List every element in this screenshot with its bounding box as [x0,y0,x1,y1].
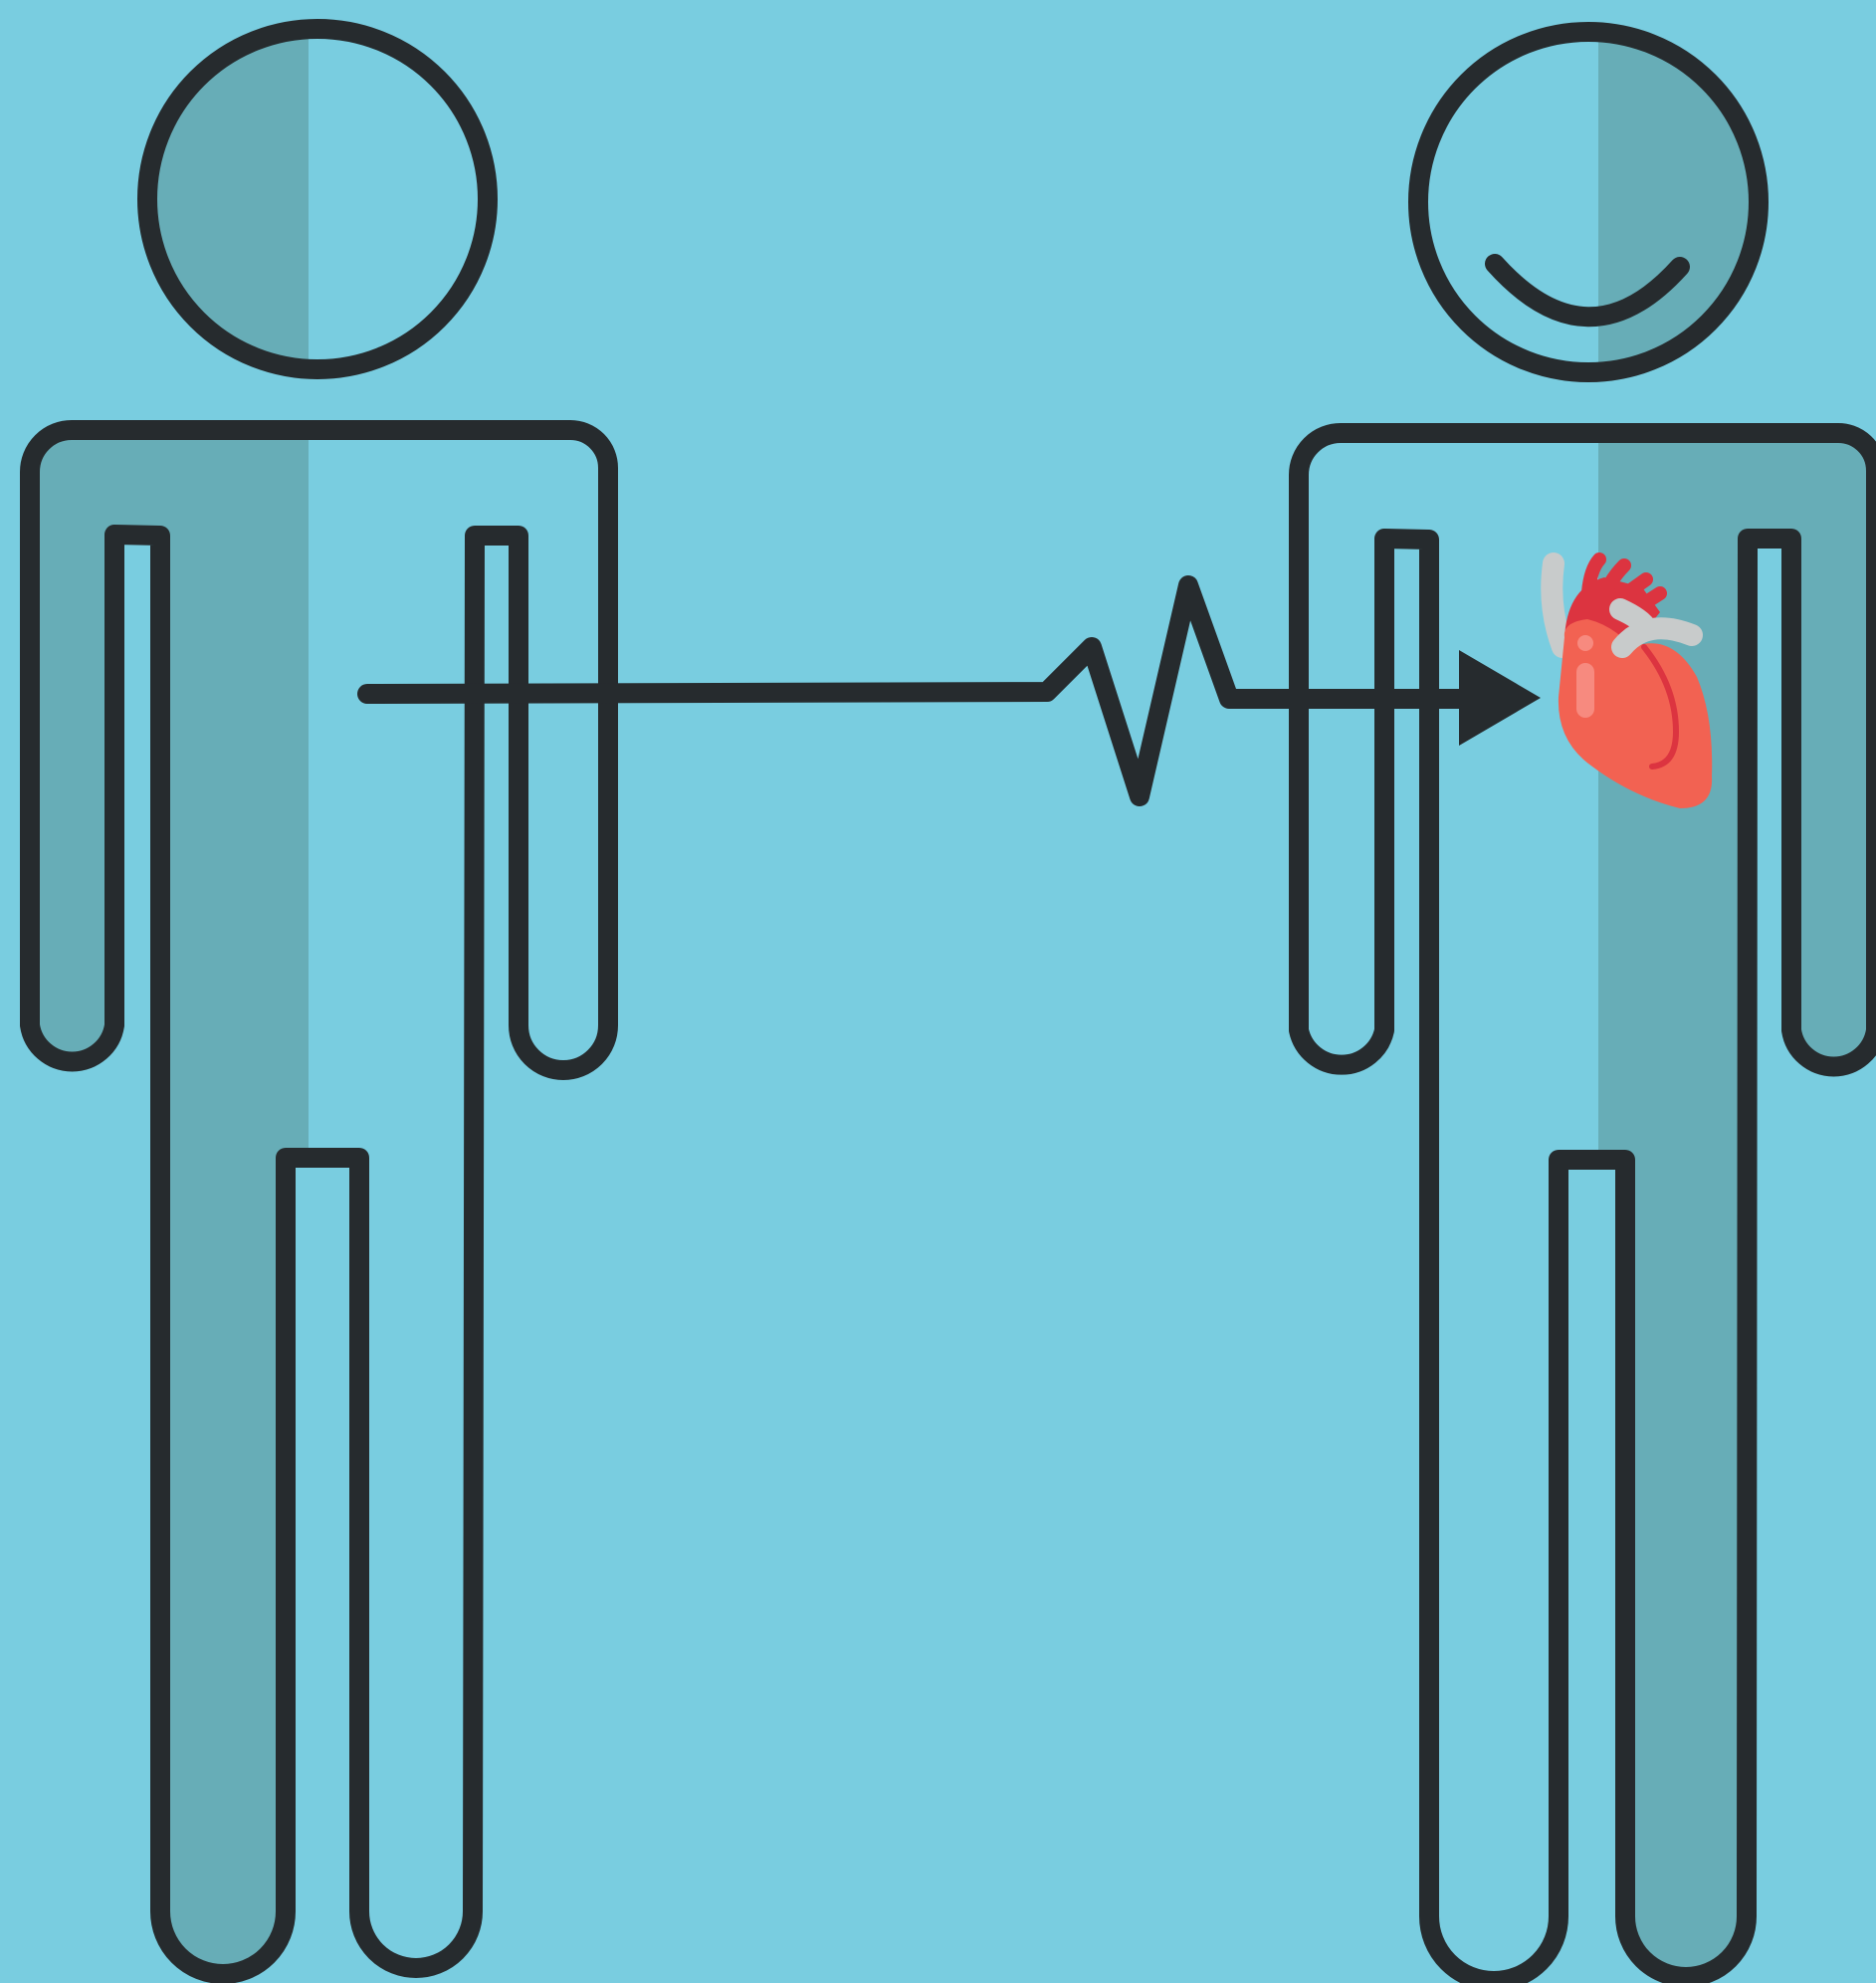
illustration-canvas [0,0,1876,1983]
